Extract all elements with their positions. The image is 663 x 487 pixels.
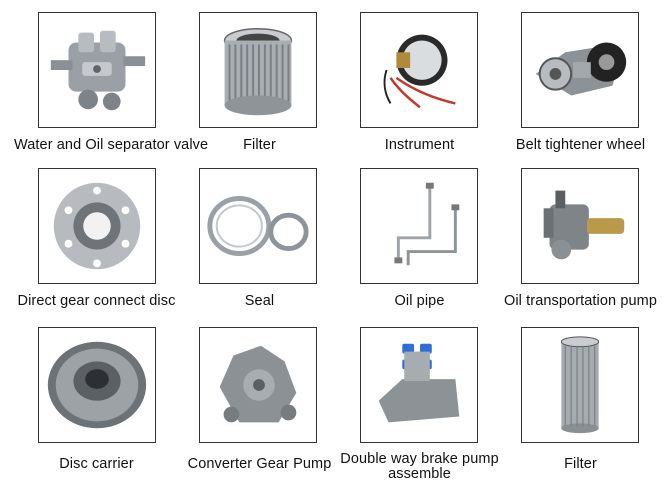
product-image-frame[interactable] xyxy=(360,327,478,443)
product-image-frame[interactable] xyxy=(38,12,156,128)
product-label: Belt tightener wheel xyxy=(515,137,646,153)
product-image-frame[interactable] xyxy=(199,327,317,443)
product-image-frame[interactable] xyxy=(38,168,156,284)
product-label: Oil transportation pump xyxy=(503,293,657,309)
product-label: Filter xyxy=(243,137,276,153)
gear-pump-icon xyxy=(200,328,316,442)
filter-cartridge-icon xyxy=(200,13,316,127)
product-label: Double way brake pump assemble xyxy=(340,451,499,482)
oil-pump-icon xyxy=(522,169,638,283)
product-label: Direct gear connect disc xyxy=(17,293,176,309)
filter-element-icon xyxy=(522,328,638,442)
product-label: Filter xyxy=(564,456,597,472)
product-label: Instrument xyxy=(384,137,455,153)
oil-pipe-icon xyxy=(361,169,477,283)
product-label: Oil pipe xyxy=(394,293,445,309)
seal-ring-icon xyxy=(200,169,316,283)
product-image-frame[interactable] xyxy=(199,12,317,128)
product-image-frame[interactable] xyxy=(199,168,317,284)
product-image-frame[interactable] xyxy=(521,12,639,128)
brake-pump-icon xyxy=(361,328,477,442)
product-image-frame[interactable] xyxy=(360,12,478,128)
product-label: Converter Gear Pump xyxy=(187,456,332,472)
product-image-frame[interactable] xyxy=(360,168,478,284)
valve-icon xyxy=(39,13,155,127)
product-image-frame[interactable] xyxy=(38,327,156,443)
product-image-frame[interactable] xyxy=(521,327,639,443)
disc-carrier-icon xyxy=(39,328,155,442)
product-image-frame[interactable] xyxy=(521,168,639,284)
instrument-gauge-icon xyxy=(361,13,477,127)
gear-disc-icon xyxy=(39,169,155,283)
product-label: Seal xyxy=(244,293,275,309)
product-label: Disc carrier xyxy=(59,456,134,472)
belt-tensioner-icon xyxy=(522,13,638,127)
product-label: Water and Oil separator valve xyxy=(14,137,209,153)
